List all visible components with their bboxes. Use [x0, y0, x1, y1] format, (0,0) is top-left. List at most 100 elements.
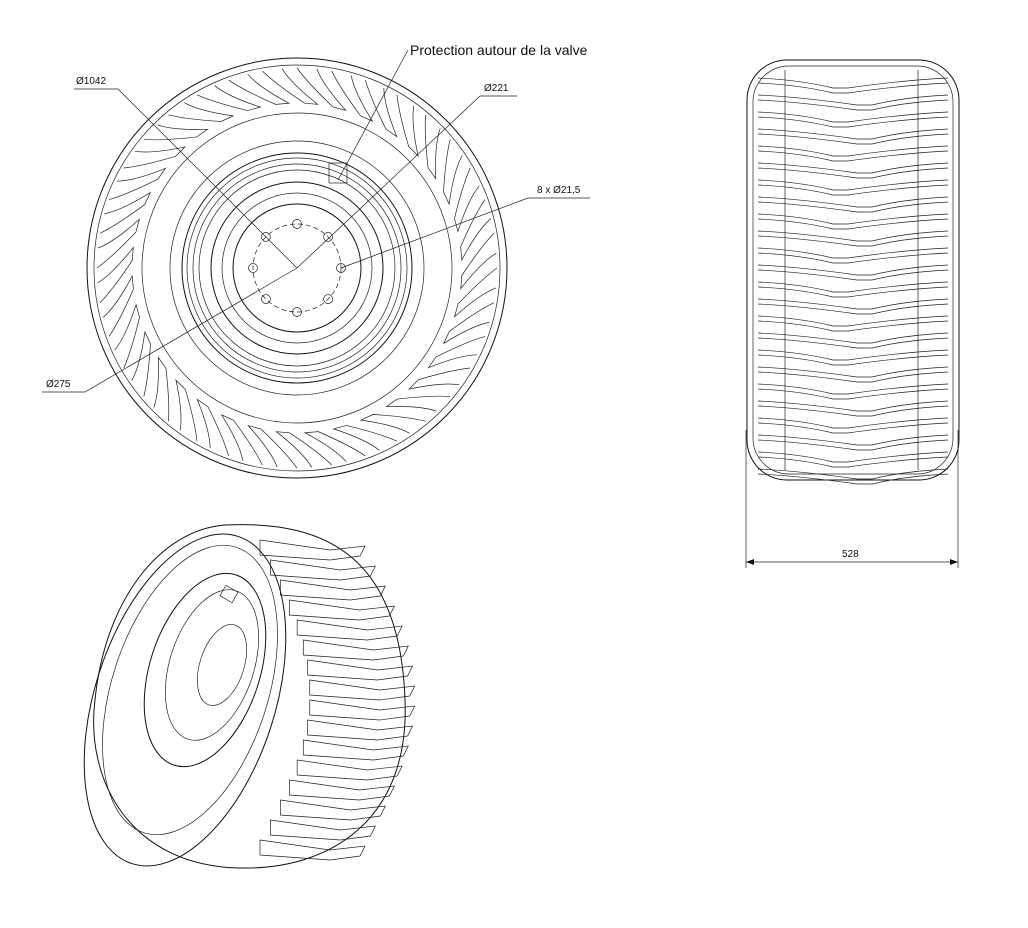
tread-lug — [365, 79, 398, 138]
iso-tread-lug — [307, 719, 414, 741]
tread-lug — [220, 413, 263, 466]
iso-tread-lug — [302, 639, 409, 661]
tread-chevron — [757, 162, 949, 174]
iso-tread-lug — [309, 699, 416, 721]
leader-275 — [42, 267, 298, 393]
tread-lug — [123, 146, 186, 169]
side-view — [745, 59, 960, 568]
side-tire-outline — [746, 59, 960, 481]
tread-chevron — [757, 179, 949, 191]
width-label: 528 — [842, 549, 859, 560]
tread-chevron — [757, 366, 949, 378]
tread-chevron — [757, 332, 949, 344]
tread-lug — [453, 267, 498, 318]
tread-chevron — [757, 145, 949, 157]
iso-tread-lug — [289, 599, 395, 621]
tread-lug — [424, 114, 441, 180]
iso-tread-lug — [289, 779, 395, 801]
tread-lug — [296, 67, 347, 112]
tread-chevron — [757, 349, 949, 361]
valve-note-label: Protection autour de la valve — [410, 42, 588, 58]
iso-tread-lug — [270, 559, 376, 581]
bolt-hole — [261, 232, 271, 242]
leader-221 — [296, 95, 517, 269]
tread-chevron — [757, 94, 949, 106]
iso-tread-lug — [270, 819, 376, 841]
tread-lug — [460, 233, 497, 290]
hub-diameter-label: Ø221 — [484, 83, 509, 94]
tread-lug — [143, 124, 209, 141]
iso-rim — [143, 572, 267, 768]
tread-lug — [96, 218, 141, 269]
tread-chevron — [757, 281, 949, 293]
tread-lug — [275, 431, 332, 468]
iso-tread-lug — [259, 539, 366, 561]
bolt-holes — [248, 219, 346, 317]
iso-tread-lug — [307, 659, 414, 681]
bolt-hole — [261, 294, 271, 304]
tread-lug — [359, 414, 426, 434]
tread-lug — [454, 167, 480, 233]
iso-tread-lug — [309, 679, 416, 701]
tread-lug — [168, 102, 235, 122]
tread-lug — [196, 85, 262, 111]
tread-chevron — [757, 264, 949, 276]
tread-lug — [303, 431, 366, 463]
iso-tread-lug — [296, 759, 403, 781]
tread-lug — [385, 395, 451, 412]
tread-chevron — [757, 434, 949, 446]
tread-lug — [114, 303, 140, 369]
tire-outer-circle — [86, 57, 508, 479]
tread-chevron — [757, 111, 949, 123]
tread-lug — [175, 379, 198, 442]
tread-lug — [331, 70, 374, 123]
iso-tread-lug — [279, 799, 386, 821]
bolt-hole — [292, 307, 302, 317]
iso-tread-lug — [259, 839, 366, 861]
valve-protection — [328, 162, 348, 184]
side-tread — [757, 77, 949, 485]
tread-lug — [443, 139, 463, 206]
iso-tread-lug — [302, 739, 409, 761]
iso-sidewall — [83, 533, 287, 867]
bolt-hole — [336, 263, 346, 273]
tread-lug — [247, 424, 298, 469]
bolt-hole — [248, 263, 258, 273]
tread-chevron — [757, 298, 949, 310]
tread-chevron — [757, 417, 949, 429]
tread-lug — [99, 191, 152, 234]
tread-lug — [97, 246, 134, 303]
tread-lug — [131, 330, 151, 397]
front-tread — [96, 67, 498, 469]
leader-1042 — [74, 88, 298, 269]
iso-tread-lug — [296, 619, 403, 641]
iso-tread — [259, 539, 416, 861]
tread-lug — [153, 356, 170, 422]
tread-chevron — [757, 213, 949, 225]
bolt-hole — [323, 294, 333, 304]
bolt-circle-label: Ø275 — [46, 379, 71, 390]
tread-lug — [460, 199, 492, 262]
tread-chevron — [757, 247, 949, 259]
tread-chevron — [757, 451, 949, 463]
bolt-hole — [292, 219, 302, 229]
tread-chevron — [757, 315, 949, 327]
tread-lug — [228, 73, 291, 105]
isometric-view — [83, 524, 416, 869]
tread-lug — [102, 274, 134, 337]
tread-lug — [396, 94, 419, 157]
tread-lug — [442, 302, 495, 345]
tread-lug — [262, 68, 319, 105]
tread-chevron — [757, 196, 949, 208]
iso-tread-lug — [279, 579, 386, 601]
tread-chevron — [757, 128, 949, 140]
front-view — [42, 49, 590, 479]
tread-chevron — [757, 468, 949, 480]
bolt-holes-label: 8 x Ø21,5 — [537, 185, 581, 196]
tread-chevron — [757, 77, 949, 89]
tread-chevron — [757, 400, 949, 412]
hub-disc — [232, 203, 362, 333]
tread-lug — [196, 398, 229, 457]
outer-diameter-label: Ø1042 — [76, 76, 107, 87]
